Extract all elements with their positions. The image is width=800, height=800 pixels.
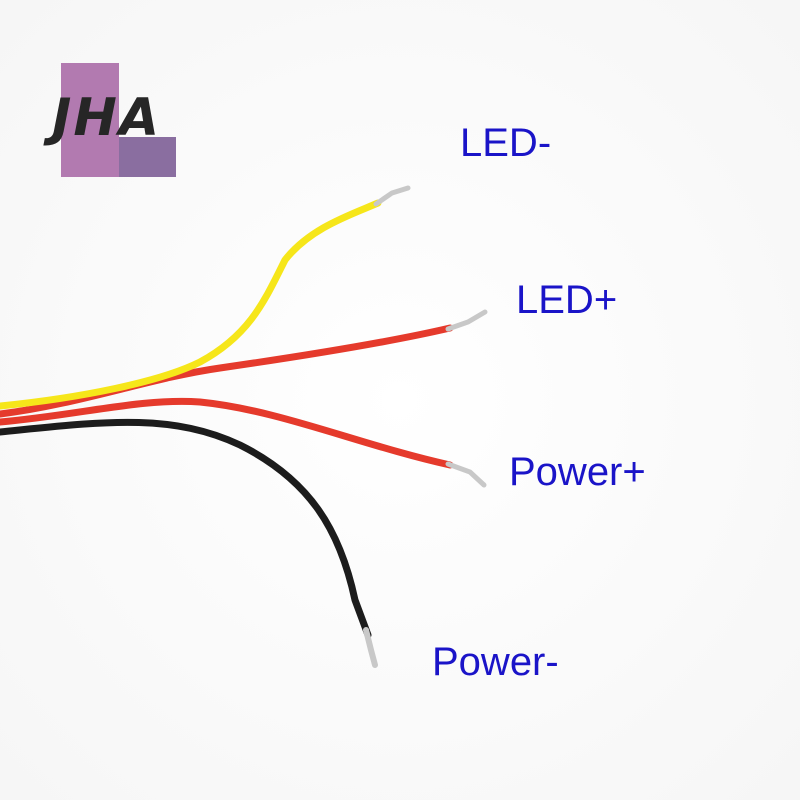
yellow-wire: [0, 185, 411, 410]
label-power-plus: Power+: [509, 450, 646, 494]
label-led-minus: LED-: [460, 121, 552, 165]
red-wire-power-plus: [0, 397, 487, 488]
label-power-minus: Power-: [432, 640, 559, 684]
red-wire-led-plus: [0, 309, 488, 418]
black-wire: [0, 418, 378, 668]
label-led-plus: LED+: [516, 278, 618, 322]
